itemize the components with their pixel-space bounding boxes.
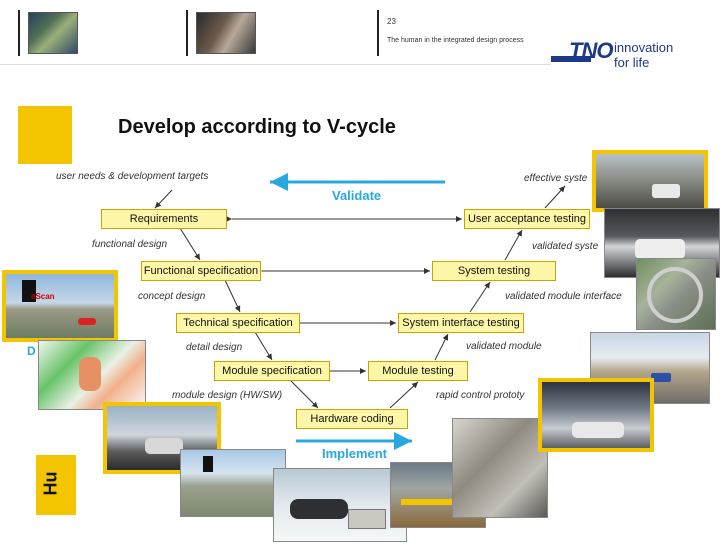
street-scene-car — [651, 373, 671, 382]
box-functional-spec: Functional specification — [141, 261, 261, 281]
side-text-d: D — [27, 344, 36, 358]
photo-cad-driver — [38, 340, 146, 410]
tno-logo-bar — [551, 56, 591, 62]
photo-traffic-queue — [592, 150, 708, 212]
photo-car-test-lab — [538, 378, 654, 452]
label-concept-design: concept design — [138, 291, 206, 302]
label-detail-design: detail design — [186, 342, 243, 353]
photo-prescan-sim: eScan — [2, 270, 118, 342]
crash-test-car — [635, 239, 685, 259]
box-module-testing: Module testing — [368, 361, 468, 381]
ecu-box — [348, 509, 386, 529]
box-user-acceptance-testing: User acceptance testing — [464, 209, 590, 229]
tno-logo: TNO — [551, 38, 613, 66]
header-subtitle: The human in the integrated design proce… — [387, 37, 524, 44]
box-system-testing: System testing — [432, 261, 556, 281]
traffic-queue-car — [652, 184, 680, 198]
tno-logo-text: TNO — [569, 38, 613, 63]
box-requirements: Requirements — [101, 209, 227, 229]
label-validated-module-interface: validated module interface — [505, 291, 622, 302]
photo-road-scene — [180, 449, 286, 517]
prescan-car — [78, 318, 96, 325]
header-rule — [0, 64, 551, 65]
prescan-mark: eScan — [31, 292, 55, 301]
header-thumb-map — [28, 12, 78, 54]
header-thumb-driver — [196, 12, 256, 54]
test-lab-car — [572, 422, 624, 438]
box-module-spec: Module specification — [214, 361, 330, 381]
label-effective-system: effective syste — [524, 173, 588, 184]
photo-car-ecu — [273, 468, 407, 542]
slide-title: Develop according to V-cycle — [118, 116, 396, 138]
road-scene-logo — [203, 456, 213, 472]
side-accent-top — [18, 106, 72, 164]
header-divider-2 — [186, 10, 188, 56]
label-module-design: module design (HW/SW) — [172, 390, 283, 401]
label-rapid-control: rapid control prototy — [436, 390, 525, 401]
car-silhouette — [290, 499, 348, 519]
label-validated-module: validated module — [466, 341, 542, 352]
validate-label: Validate — [332, 188, 382, 203]
side-accent-bottom — [36, 455, 76, 515]
box-hardware-coding: Hardware coding — [296, 409, 408, 429]
cad-driver-figure — [79, 357, 101, 391]
box-technical-spec: Technical specification — [176, 313, 300, 333]
label-user-needs: user needs & development targets — [56, 171, 209, 182]
photo-motion-blur-car — [452, 418, 548, 518]
prescan-logo-box — [22, 280, 36, 302]
implement-label: Implement — [322, 446, 388, 461]
page-number: 23 — [387, 17, 396, 26]
tagline-line1: innovation — [614, 40, 674, 55]
aerial-map-road — [647, 267, 703, 323]
header-divider-3 — [377, 10, 379, 56]
photo-aerial-map — [636, 258, 716, 330]
header-divider-1 — [18, 10, 20, 56]
tagline-line2: for life — [614, 55, 650, 70]
box-system-interface-testing: System interface testing — [398, 313, 524, 333]
label-functional-design: functional design — [92, 239, 168, 250]
simulator-car — [145, 438, 183, 454]
label-validated-system: validated syste — [532, 241, 599, 252]
test-rig-arm — [401, 499, 465, 505]
